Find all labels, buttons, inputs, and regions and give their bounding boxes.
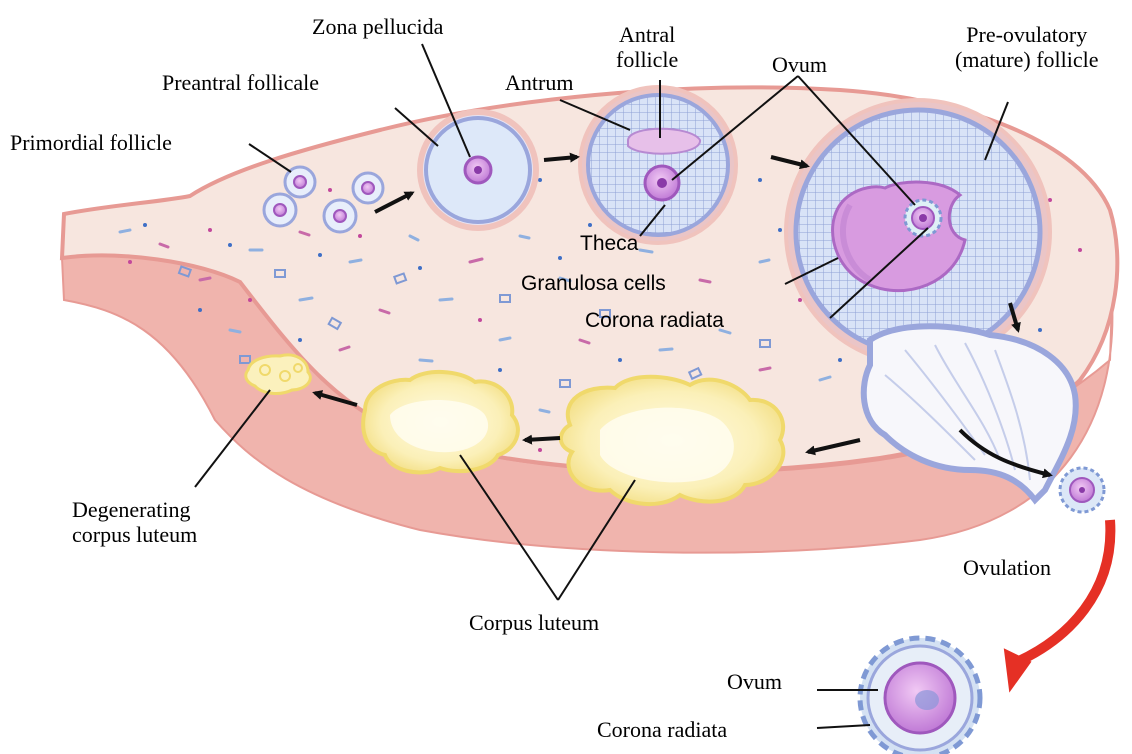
- label-antrum: Antrum: [505, 70, 573, 95]
- label-ovulation: Ovulation: [963, 555, 1051, 580]
- label-corona-radiata-mid: Corona radiata: [585, 309, 724, 333]
- antral-follicle: [580, 87, 736, 243]
- corpus-luteum-medium: [363, 372, 518, 473]
- label-granulosa-cells: Granulosa cells: [521, 272, 666, 296]
- label-corona-radiata-bottom: Corona radiata: [597, 717, 727, 742]
- label-pre-ovulatory-follicle: Pre-ovulatory (mature) follicle: [955, 22, 1099, 73]
- preantral-follicle: [420, 112, 536, 228]
- label-zona-pellucida: Zona pellucida: [312, 14, 443, 39]
- released-ovum-large: [860, 638, 980, 754]
- label-preantral-follicle: Preantral follicale: [162, 70, 319, 95]
- corpus-luteum-degenerating: [246, 355, 310, 394]
- label-ovum-bottom: Ovum: [727, 669, 782, 694]
- released-ovum-small: [1060, 468, 1104, 512]
- label-degenerating-corpus-luteum: Degenerating corpus luteum: [72, 497, 197, 548]
- label-theca: Theca: [580, 232, 638, 256]
- label-corpus-luteum: Corpus luteum: [469, 610, 599, 635]
- label-ovum-top: Ovum: [772, 52, 827, 77]
- label-antral-follicle: Antral follicle: [616, 22, 678, 73]
- ovulation-arrow: [1005, 520, 1110, 690]
- label-primordial-follicle: Primordial follicle: [10, 130, 172, 155]
